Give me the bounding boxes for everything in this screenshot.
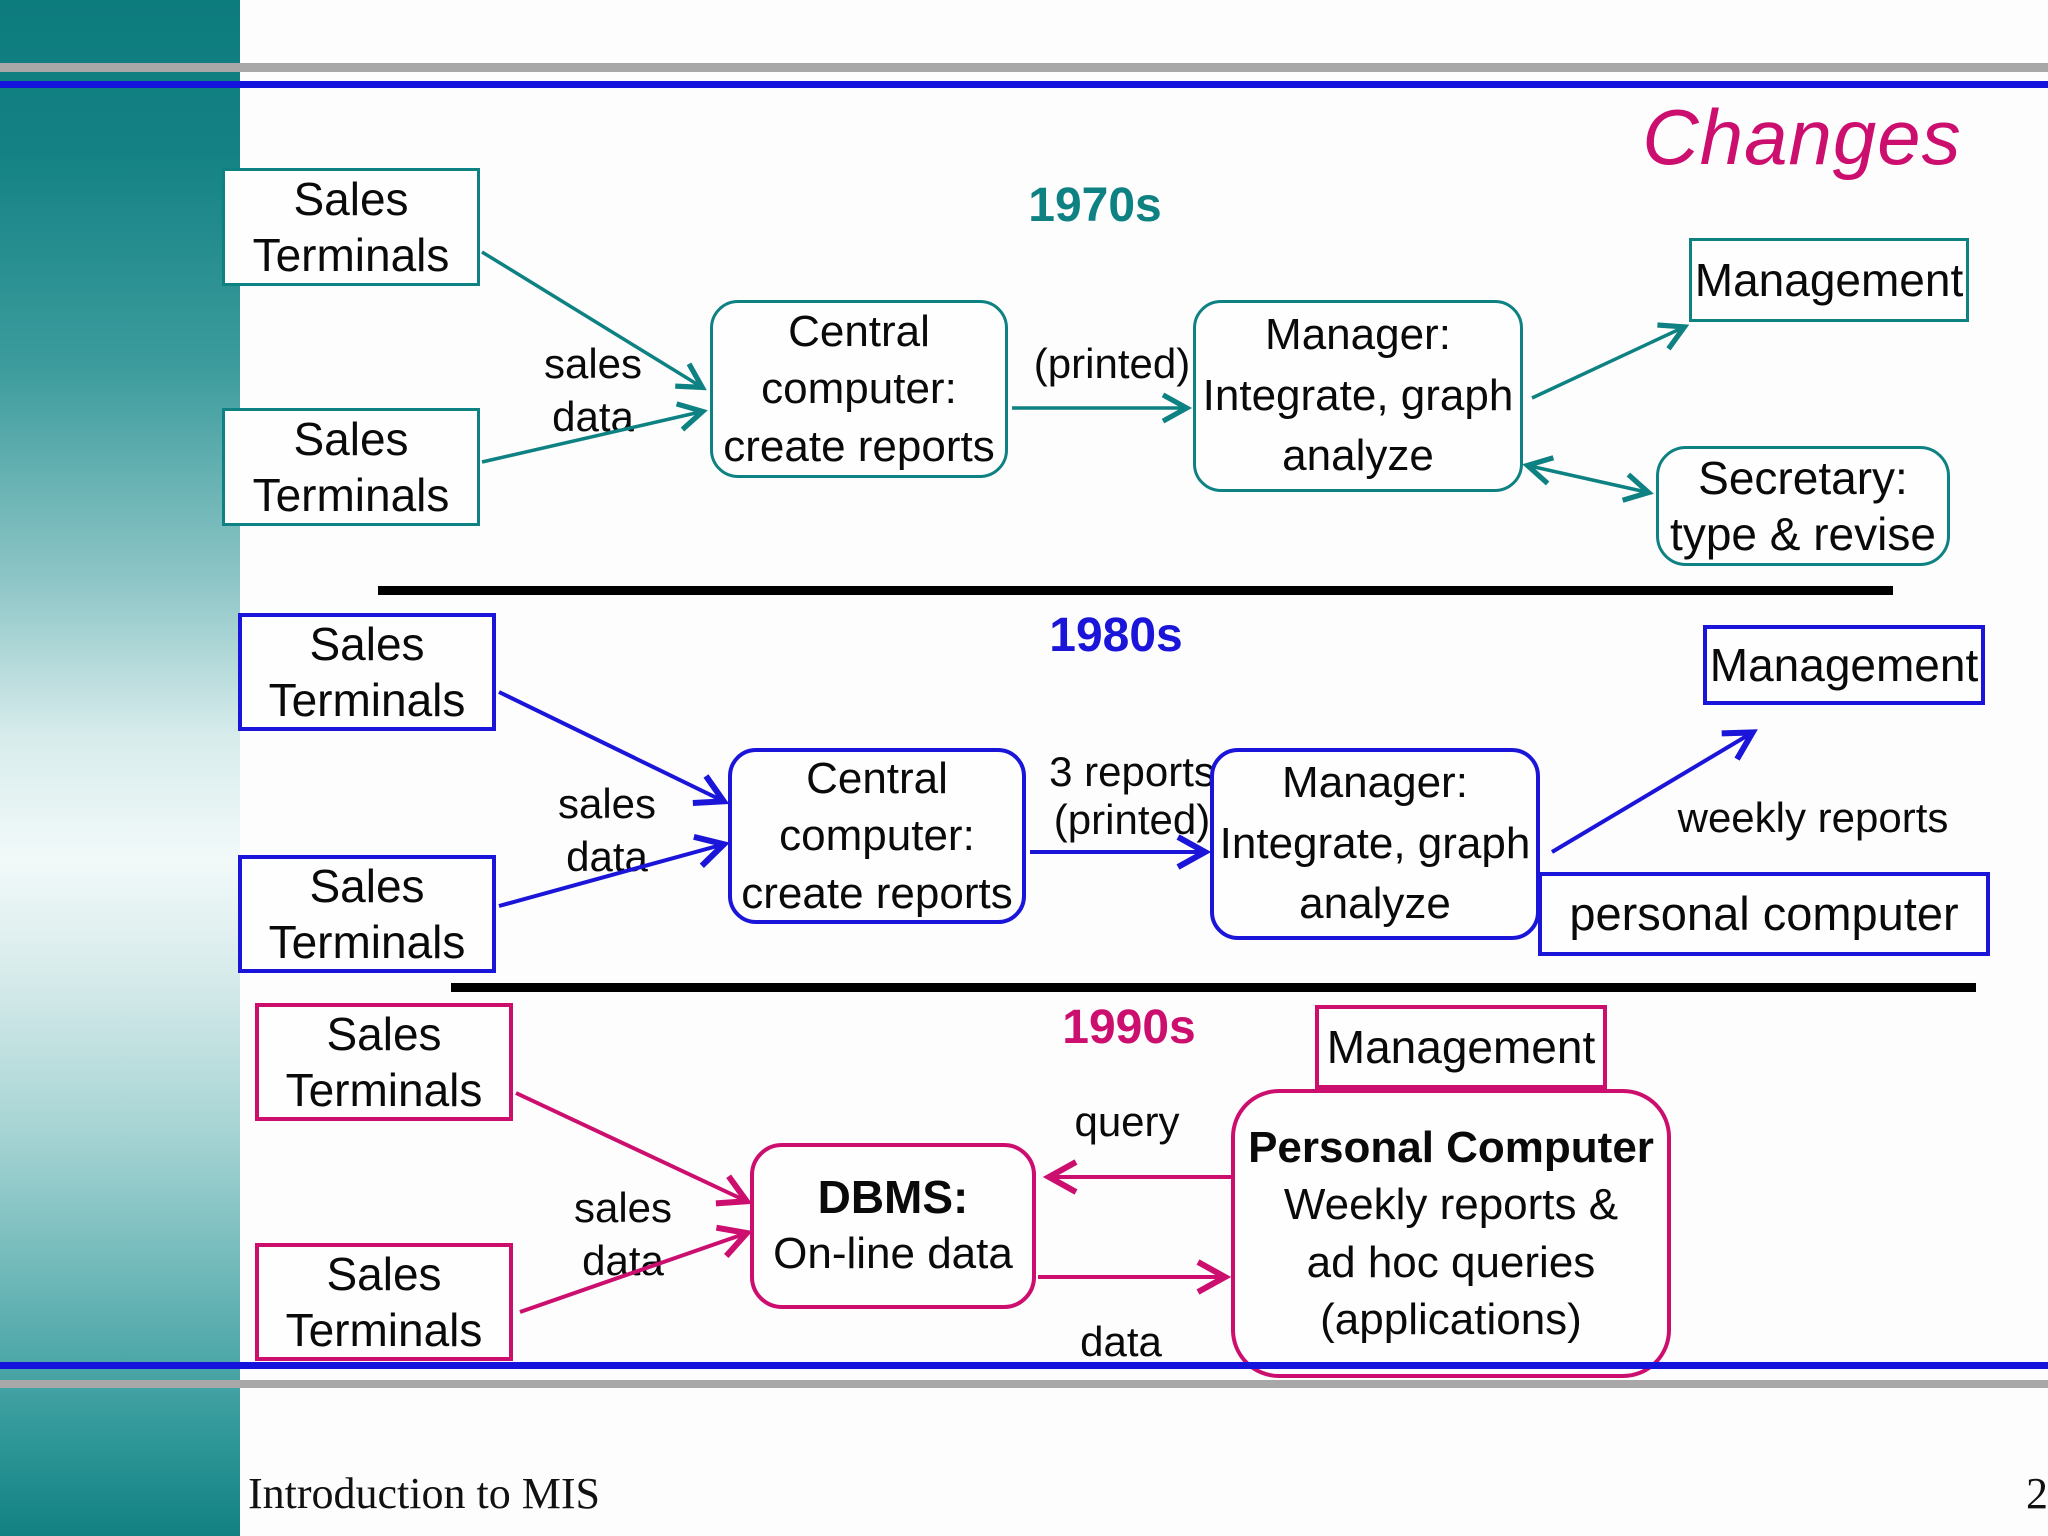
dbms-title: DBMS:	[817, 1171, 969, 1224]
label-query-1990: query	[1074, 1098, 1180, 1145]
box-management-1970: Management	[1689, 238, 1969, 322]
box-management-1990: Management	[1315, 1005, 1607, 1089]
label-printed-1970: (printed)	[1033, 340, 1191, 387]
box-sales-terminals-1980-bottom: Sales Terminals	[238, 855, 496, 973]
era-1980-label: 1980s	[1049, 609, 1183, 662]
arrow-sales2-to-central-1970	[481, 412, 700, 464]
box-sales-terminals-1970-top: Sales Terminals	[222, 168, 480, 286]
dbms-subtitle: On-line data	[773, 1229, 1013, 1279]
box-central-computer-1970: Central computer: create reports	[710, 300, 1008, 478]
bottom-blue-rule	[0, 1362, 2048, 1369]
label-weekly-reports-1980: weekly reports	[1677, 794, 1949, 841]
box-dbms-1990: DBMS: On-line data	[750, 1143, 1036, 1309]
era-1990-label: 1990s	[1062, 1001, 1196, 1054]
arrow-manager-to-management-1980	[1550, 734, 1750, 854]
slide-title: Changes	[1642, 93, 1962, 181]
era-divider-1	[378, 586, 1893, 595]
arrow-sales1-to-central-1970	[481, 250, 700, 386]
box-management-1980: Management	[1703, 625, 1985, 705]
footer-title: Introduction to MIS	[248, 1469, 600, 1518]
pc-body: Weekly reports & ad hoc queries (applica…	[1283, 1180, 1619, 1344]
box-personal-computer-1980: personal computer	[1538, 872, 1990, 956]
label-sales-data-1970: sales data	[543, 340, 643, 440]
top-blue-rule	[0, 81, 2048, 88]
box-manager-1980: Manager: Integrate, graph analyze	[1210, 748, 1540, 940]
sidebar-gradient	[0, 0, 240, 1536]
box-sales-terminals-1980-top: Sales Terminals	[238, 613, 496, 731]
arrow-sales1-to-central-1980	[498, 690, 721, 800]
box-sales-terminals-1990-bottom: Sales Terminals	[255, 1243, 513, 1361]
era-divider-2	[451, 983, 1976, 992]
label-sales-data-1990: sales data	[573, 1184, 673, 1284]
label-data-1990: data	[1080, 1318, 1162, 1365]
arrow-manager-secretary-bidirectional-1970	[1530, 466, 1646, 492]
arrow-sales1-to-dbms-1990	[515, 1091, 744, 1200]
box-sales-terminals-1970-bottom: Sales Terminals	[222, 408, 480, 526]
box-central-computer-1980: Central computer: create reports	[728, 748, 1026, 924]
era-1970-label: 1970s	[1028, 179, 1162, 232]
box-manager-1970: Manager: Integrate, graph analyze	[1193, 300, 1523, 492]
top-gray-rule	[0, 63, 2048, 72]
bottom-gray-rule	[0, 1380, 2048, 1388]
page-number: 2	[2026, 1469, 2048, 1518]
box-secretary-1970: Secretary: type & revise	[1656, 446, 1950, 566]
label-sales-data-1980: sales data	[557, 780, 657, 880]
arrow-sales2-to-dbms-1990	[519, 1234, 744, 1314]
box-sales-terminals-1990-top: Sales Terminals	[255, 1003, 513, 1121]
box-personal-computer-1990: Personal Computer Weekly reports & ad ho…	[1231, 1089, 1671, 1378]
arrow-sales2-to-central-1980	[498, 845, 721, 908]
pc-title: Personal Computer	[1248, 1123, 1654, 1173]
arrow-manager-to-management-1970	[1531, 328, 1682, 400]
